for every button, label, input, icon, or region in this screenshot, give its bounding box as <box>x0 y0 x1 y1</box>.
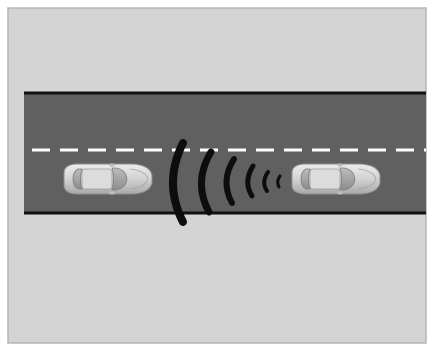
road <box>24 92 426 214</box>
front-vehicle <box>292 163 380 194</box>
rear-vehicle <box>64 163 152 194</box>
road-surface <box>24 92 426 214</box>
